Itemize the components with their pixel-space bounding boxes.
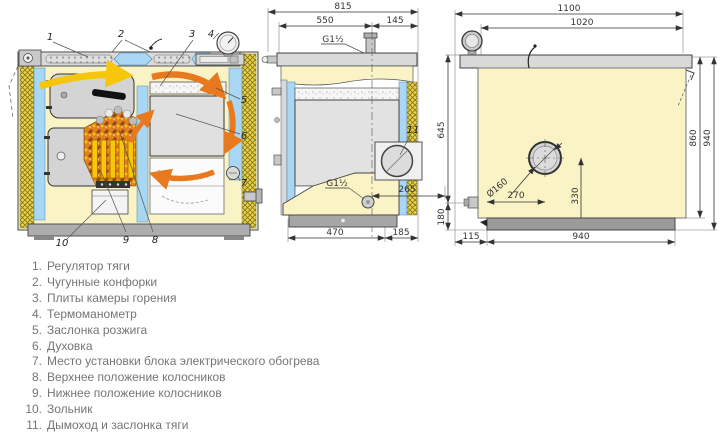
callout-10: 10 [56,238,69,249]
return-pipe [243,188,263,204]
legend-item: 8. Верхнее положение колосников [16,370,319,386]
legend-item-number: 9. [31,386,42,401]
legend-item: 7. Место установки блока электрического … [16,354,319,370]
legend-item-label: Верхнее положение колосников [47,370,226,385]
legend-item-number: 7. [31,354,42,369]
label-g-top: G1½ [322,35,344,45]
legend-item: 9. Нижнее положение колосников [16,386,319,402]
drain-fitting: G1½ [325,179,375,209]
legend-item-label: Нижнее положение колосников [47,386,222,401]
callout-4: 4 [208,29,214,40]
callout-5: 5 [241,95,247,106]
dim-115: 115 [462,232,479,242]
legend-item-number: 3. [31,290,42,305]
dim-815: 815 [334,2,351,12]
legend-item-number: 6. [31,338,42,353]
dim-145: 145 [386,16,403,26]
legend-item-number: 4. [31,306,42,321]
burner-rings-right [153,54,191,64]
return-fitting [467,196,479,209]
callout-2: 2 [118,29,124,40]
base-plinth [27,223,251,240]
drawing-side-section: 1 2 3 4 5 6 7 8 9 10 [8,29,263,249]
legend-item-number: 8. [31,370,42,385]
label-g-bottom: G1½ [326,179,348,189]
callout-8: 8 [152,235,158,246]
dim-860: 860 [689,129,699,146]
dim-180: 180 [437,208,447,225]
legend-item-label: Зольник [47,402,93,417]
draft-regulator [8,49,42,119]
burner-rings-left [45,54,113,64]
drawing-front-section: 815 550 145 G1½ [261,2,446,242]
dim-265: 265 [398,185,415,195]
legend-item: 2. Чугунные конфорки [16,275,319,291]
legend-item-label: Чугунные конфорки [47,274,158,289]
callout-7: 7 [241,178,248,189]
legend-item-label: Регулятор тяги [47,259,130,273]
dim-270: 270 [507,191,524,201]
legend-item-label: Место установки блока электрического обо… [47,354,320,369]
callout-6: 6 [241,131,247,142]
legend-list: 1. Регулятор тяги 2. Чугунные конфорки 3… [16,259,319,434]
legend-item: 4. Термоманометр [16,307,319,323]
draft-lever [527,46,536,69]
legend-item-label: Дымоход и заслонка тяги [47,418,189,433]
legend-item: 1. Регулятор тяги [16,259,319,275]
legend-item-label: Плиты камеры горения [47,290,177,305]
callout-3: 3 [189,29,195,40]
legend-item-label: Духовка [47,338,93,353]
callout-1: 1 [47,32,53,43]
legend-item-number: 10. [25,402,42,417]
dim-1020: 1020 [571,18,594,28]
dim-330: 330 [571,187,581,204]
supply-fitting: G1½ [321,32,378,55]
base-plinth-view [480,217,676,231]
dim-1100: 1100 [558,4,581,14]
dim-940-right: 940 [703,129,713,146]
flow-arrows [38,59,244,190]
base-plinth-front [288,214,398,228]
oven [149,81,227,215]
dim-940-bottom: 940 [572,232,589,242]
thermo-gauge-icon [149,31,245,66]
legend-item-label: Заслонка розжига [47,322,148,337]
legend-item: 10. Зольник [16,402,319,418]
drawing-front-view: 1100 1020 [437,4,717,246]
legend-item-label: Термоманометр [47,306,137,321]
legend-item: 6. Духовка [16,339,319,355]
dim-645: 645 [437,121,447,138]
dim-550: 550 [316,16,333,26]
legend-item: 5. Заслонка розжига [16,323,319,339]
legend-item-number: 11. [26,418,42,433]
callout-11: 11 [407,125,420,136]
legend-item: 3. Плиты камеры горения [16,291,319,307]
callouts: 1 2 3 4 5 6 7 8 9 10 [47,29,248,249]
legend-item-number: 1. [31,259,42,273]
legend-item-number: 5. [31,322,42,337]
dim-470: 470 [326,228,343,238]
grate-and-coals [83,105,138,188]
flue-outlet: 11 [374,125,423,181]
legend-item: 11. Дымоход и заслонка тяги [16,418,319,434]
dim-185: 185 [392,228,409,238]
callout-9: 9 [123,235,129,246]
corner-bracket [685,69,695,81]
legend-item-number: 2. [31,274,42,289]
boiler-body-section [261,52,418,216]
